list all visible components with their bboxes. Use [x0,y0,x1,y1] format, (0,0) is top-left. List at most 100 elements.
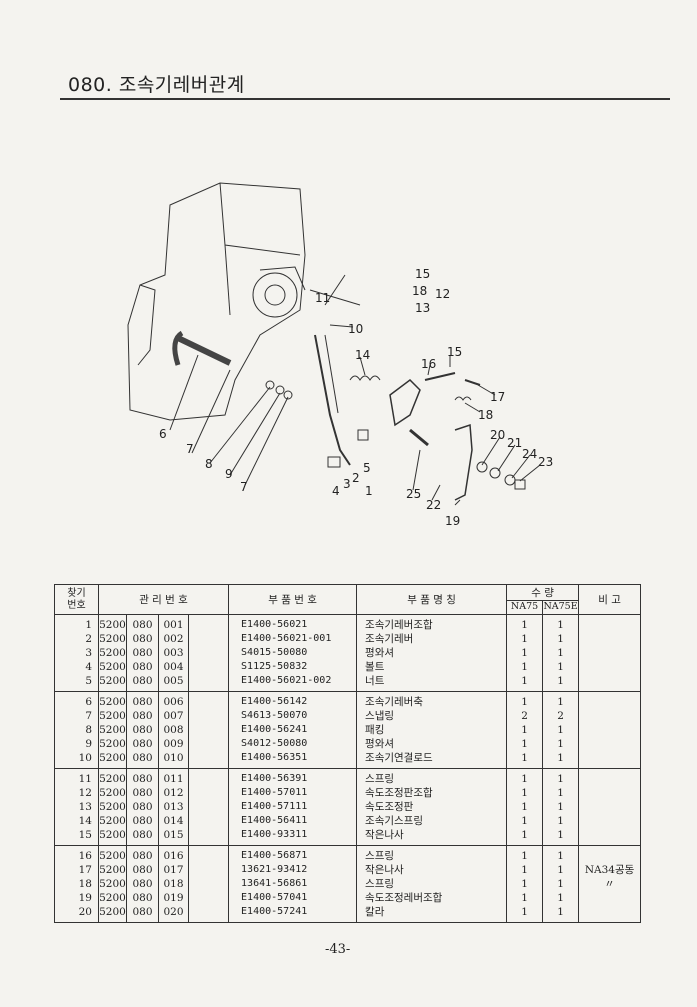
remarks [579,709,640,723]
svg-text:22: 22 [426,498,441,512]
svg-text:23: 23 [538,455,553,469]
mgmt-blank [189,800,228,814]
qty-na75e: 1 [557,906,564,918]
svg-text:24: 24 [522,447,537,461]
mgmt-blank [189,849,228,863]
remarks [579,751,640,765]
qty-na75e: 1 [557,724,564,736]
mgmt-code-1: 5200 [99,675,126,687]
col-mgmt-no: 관 리 번 호 [97,584,230,615]
qty-na75e: 1 [557,696,564,708]
mgmt-code-1: 5200 [99,696,126,708]
col-part-no: 부 품 번 호 [228,584,358,615]
mgmt-blank [189,828,228,842]
mgmt-code-2: 080 [132,878,153,890]
svg-text:3: 3 [343,477,351,491]
parts-table: 찾기 번호 관 리 번 호 부 품 번 호 부 품 명 칭 수 량 비 고 NA… [54,584,642,923]
part-number: 13621-93412 [241,864,308,875]
title-underline [60,98,670,100]
find-no: 7 [85,710,92,722]
mgmt-code-2: 080 [132,801,153,813]
part-number: E1400-57241 [241,906,308,917]
part-number: E1400-57041 [241,892,308,903]
qty-na75: 1 [521,647,528,659]
svg-text:12: 12 [435,287,450,301]
find-no: 11 [78,773,92,785]
mgmt-code-2: 080 [132,696,153,708]
remarks [579,632,640,646]
remarks [579,800,640,814]
qty-na75: 2 [521,710,528,722]
svg-text:17: 17 [490,390,505,404]
svg-text:10: 10 [348,322,363,336]
part-number: E1400-57011 [241,787,308,798]
find-no: 13 [78,801,92,813]
mgmt-code-2: 080 [132,619,153,631]
svg-text:15: 15 [415,267,430,281]
qty-na75e: 1 [557,647,564,659]
qty-na75e: 1 [557,815,564,827]
part-name: 스프링 [365,878,395,890]
mgmt-code-2: 080 [132,906,153,918]
qty-na75: 1 [521,864,528,876]
remarks [579,695,640,709]
remarks [579,772,640,786]
mgmt-code-2: 080 [132,647,153,659]
svg-text:16: 16 [421,357,436,371]
mgmt-code-3: 001 [163,619,184,631]
col-qty-na75e: NA75E [542,600,580,615]
qty-na75e: 1 [557,829,564,841]
mgmt-code-3: 005 [163,675,184,687]
find-no: 9 [85,738,92,750]
mgmt-code-1: 5200 [99,738,126,750]
qty-na75e: 1 [557,738,564,750]
mgmt-blank [189,772,228,786]
qty-na75e: 1 [557,864,564,876]
part-number: E1400-56241 [241,724,308,735]
part-number: E1400-56871 [241,850,308,861]
col-part-name: 부 품 명 칭 [356,584,508,615]
find-no: 14 [78,815,92,827]
mgmt-code-1: 5200 [99,787,126,799]
page-number: -43- [325,942,351,957]
part-name: 스프링 [365,850,395,862]
mgmt-blank-cell [187,691,230,769]
part-number: S4613-50070 [241,710,308,721]
mgmt-code-3: 011 [163,773,184,785]
qty-na75: 1 [521,906,528,918]
page-title: 080. 조속기레버관계 [68,74,245,96]
part-name: 작은나사 [365,829,404,841]
svg-text:20: 20 [490,428,505,442]
part-number: E1400-56142 [241,696,308,707]
mgmt-code-3: 020 [163,906,184,918]
mgmt-blank [189,723,228,737]
part-number: S1125-50832 [241,661,308,672]
svg-text:8: 8 [205,457,213,471]
mgmt-code-2: 080 [132,710,153,722]
remarks [579,618,640,632]
remarks [579,786,640,800]
svg-text:5: 5 [363,461,371,475]
svg-text:18: 18 [478,408,493,422]
remarks-cell [578,614,642,692]
remarks [579,737,640,751]
remarks [579,891,640,905]
mgmt-code-1: 5200 [99,801,126,813]
remarks-cell [578,691,642,769]
remarks-cell [578,768,642,846]
mgmt-code-3: 006 [163,696,184,708]
find-no: 4 [85,661,92,673]
col-qty-na75: NA75 [506,600,544,615]
qty-na75: 1 [521,815,528,827]
mgmt-blank [189,891,228,905]
qty-na75e: 1 [557,787,564,799]
